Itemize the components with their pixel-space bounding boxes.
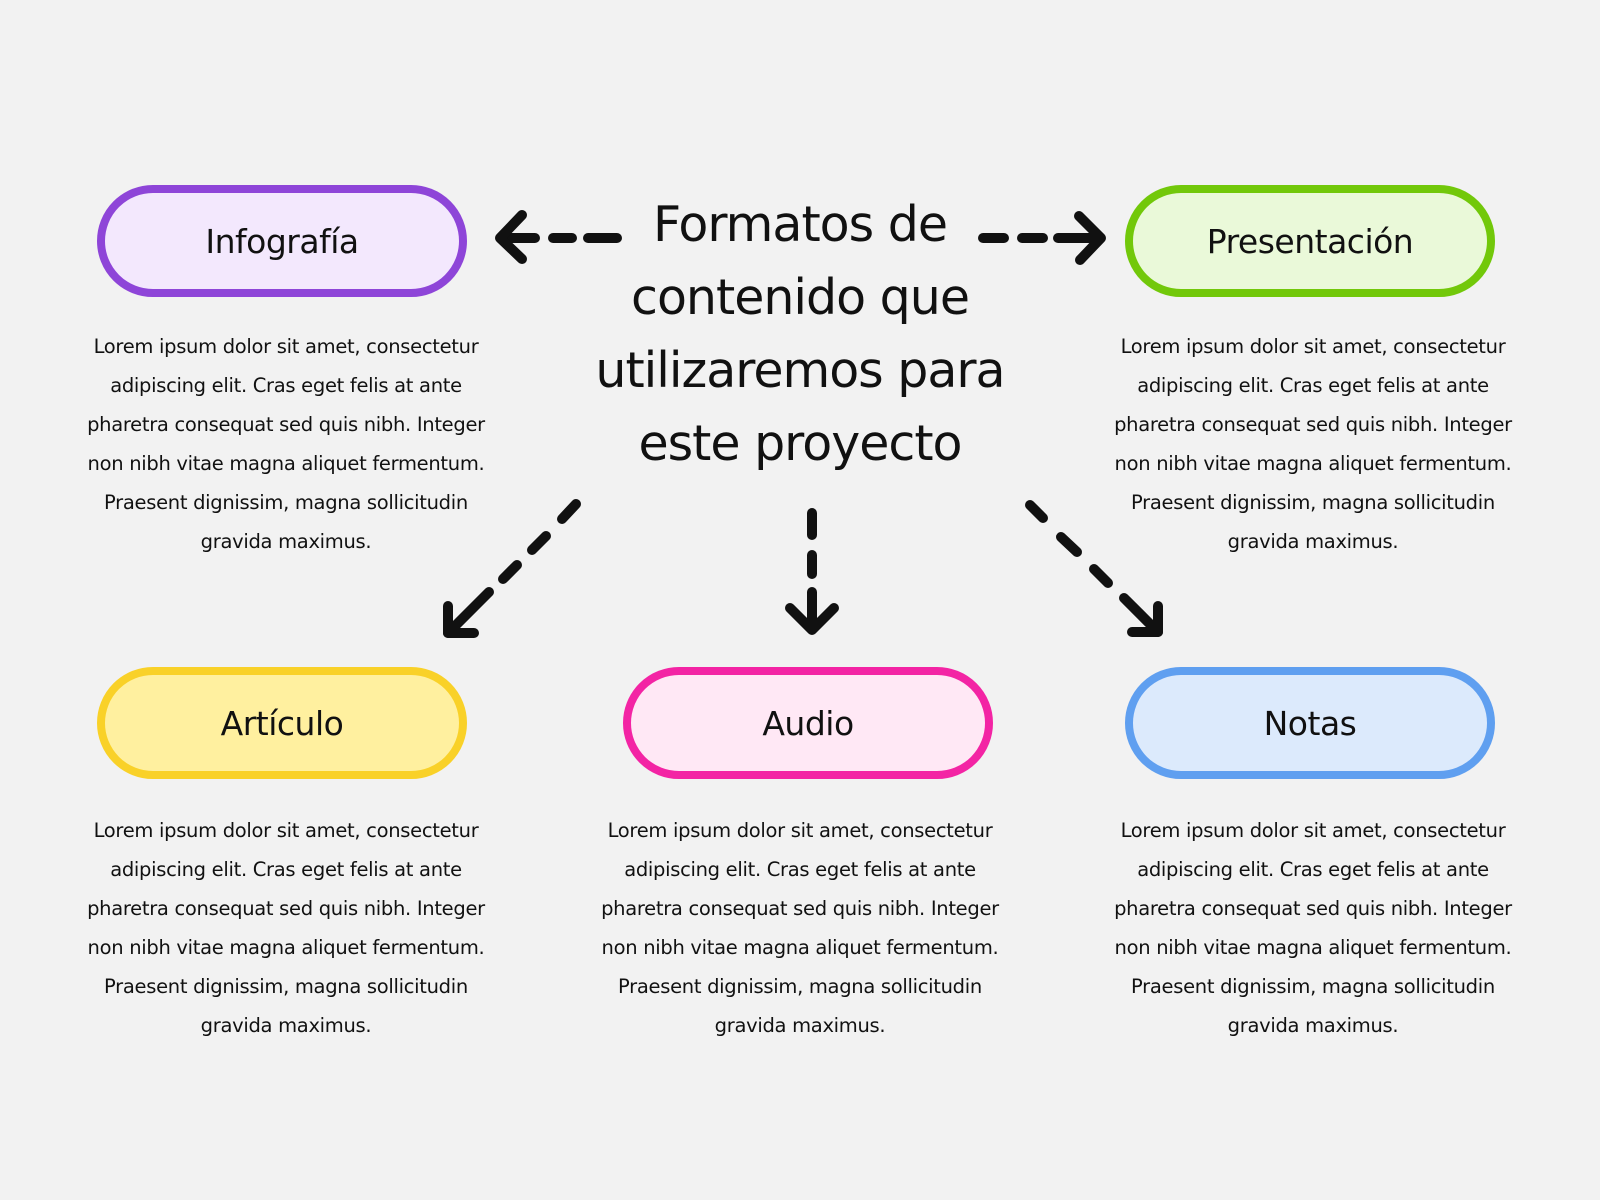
node-label: Audio bbox=[762, 703, 854, 743]
node-infografia: Infografía bbox=[97, 185, 467, 297]
node-articulo: Artículo bbox=[97, 667, 467, 779]
node-description: Lorem ipsum dolor sit amet, consectetur … bbox=[1114, 335, 1512, 553]
node-description: Lorem ipsum dolor sit amet, consectetur … bbox=[1114, 819, 1512, 1037]
central-topic-title: Formatos de contenido que utilizaremos p… bbox=[595, 196, 1005, 472]
node-label: Artículo bbox=[220, 703, 344, 743]
arrow-to-audio-icon bbox=[785, 508, 839, 635]
node-description: Lorem ipsum dolor sit amet, consectetur … bbox=[87, 335, 485, 553]
node-description: Lorem ipsum dolor sit amet, consectetur … bbox=[601, 819, 999, 1037]
node-notas: Notas bbox=[1125, 667, 1495, 779]
node-presentacion: Presentación bbox=[1125, 185, 1495, 297]
node-label: Notas bbox=[1263, 703, 1357, 743]
node-audio: Audio bbox=[623, 667, 993, 779]
node-label: Presentación bbox=[1206, 221, 1414, 261]
node-description: Lorem ipsum dolor sit amet, consectetur … bbox=[87, 819, 485, 1037]
node-label: Infografía bbox=[205, 221, 359, 261]
